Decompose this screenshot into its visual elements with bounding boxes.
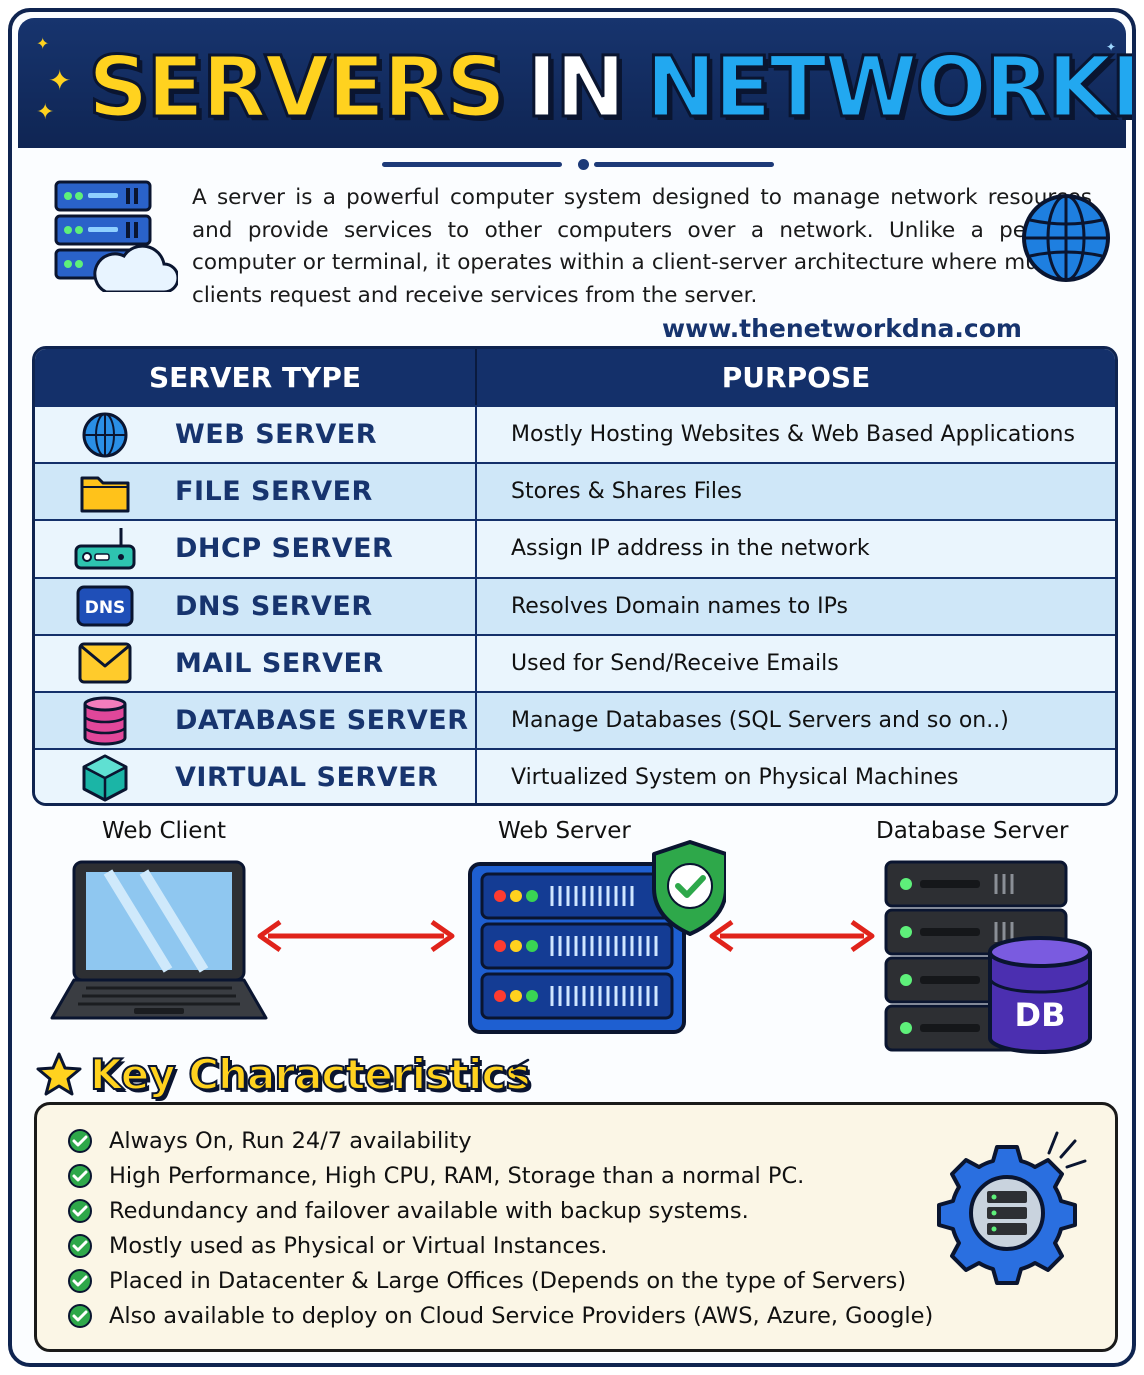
characteristic-text: Mostly used as Physical or Virtual Insta… xyxy=(109,1232,608,1259)
server-cloud-icon xyxy=(52,180,180,296)
infographic-frame: ✦ ✦ ✦ ✦ SERVERS IN NETWORKING A server i… xyxy=(8,8,1136,1367)
web-client-label: Web Client xyxy=(102,818,227,844)
divider-line xyxy=(594,162,774,167)
key-characteristics-box: Always On, Run 24/7 availability High Pe… xyxy=(34,1102,1118,1352)
server-type-name: DATABASE SERVER xyxy=(175,705,469,737)
bidirectional-arrow-icon xyxy=(254,916,458,960)
check-circle-icon xyxy=(68,1303,92,1328)
table-row: VIRTUAL SERVER Virtualized System on Phy… xyxy=(35,748,1115,803)
list-item: Always On, Run 24/7 availability xyxy=(67,1123,933,1158)
server-type-name: DHCP SERVER xyxy=(175,533,394,565)
list-item: Mostly used as Physical or Virtual Insta… xyxy=(67,1228,933,1263)
list-item: Redundancy and failover available with b… xyxy=(67,1193,933,1228)
laptop-icon xyxy=(48,860,270,1032)
cube-icon xyxy=(35,753,175,803)
title-word-networking: NETWORKING xyxy=(644,38,1132,136)
check-circle-icon xyxy=(68,1268,92,1293)
gear-server-icon xyxy=(935,1127,1103,1291)
database-server-icon: DB xyxy=(880,860,1100,1066)
sparkle-icon: ✦ xyxy=(1106,40,1117,54)
check-circle-icon xyxy=(68,1233,92,1258)
shield-check-icon xyxy=(652,840,728,936)
db-cylinder-icon: DB xyxy=(988,936,1092,1054)
check-circle-icon xyxy=(68,1128,92,1153)
key-characteristics-title: Key Characteristics xyxy=(89,1049,531,1100)
title-word-in: IN xyxy=(525,38,628,136)
intro-paragraph: A server is a powerful computer system d… xyxy=(192,185,1092,308)
web-server-icon xyxy=(464,838,728,1038)
server-purpose: Manage Databases (SQL Servers and so on.… xyxy=(511,708,1009,734)
header-banner: ✦ ✦ ✦ ✦ SERVERS IN NETWORKING xyxy=(18,18,1132,148)
database-icon xyxy=(35,696,175,746)
router-icon xyxy=(35,526,175,572)
envelope-icon xyxy=(35,642,175,684)
server-purpose: Assign IP address in the network xyxy=(511,536,870,562)
sparkle-icon: ✦ xyxy=(48,64,72,97)
website-link[interactable]: www.thenetworkdna.com xyxy=(662,314,1022,343)
bidirectional-arrow-icon xyxy=(706,916,878,960)
server-purpose: Resolves Domain names to IPs xyxy=(511,593,848,619)
star-icon xyxy=(36,1052,82,1100)
column-header-purpose: PURPOSE xyxy=(721,360,871,394)
globe-icon xyxy=(35,411,175,459)
server-type-name: DNS SERVER xyxy=(175,590,373,622)
folder-icon xyxy=(35,470,175,514)
web-server-label: Web Server xyxy=(498,818,631,844)
characteristic-text: Also available to deploy on Cloud Servic… xyxy=(109,1302,934,1329)
characteristic-text: Placed in Datacenter & Large Offices (De… xyxy=(109,1267,907,1294)
page-title: SERVERS IN NETWORKING xyxy=(86,32,1132,142)
list-item: High Performance, High CPU, RAM, Storage… xyxy=(67,1158,933,1193)
server-type-name: MAIL SERVER xyxy=(175,647,384,679)
globe-icon xyxy=(1020,192,1112,288)
server-types-table: SERVER TYPE PURPOSE WEB SERVER Mostly Ho… xyxy=(32,346,1118,806)
server-purpose: Stores & Shares Files xyxy=(511,479,742,505)
check-circle-icon xyxy=(68,1198,92,1223)
divider-line xyxy=(382,162,562,167)
table-row: MAIL SERVER Used for Send/Receive Emails xyxy=(35,633,1115,691)
server-purpose: Used for Send/Receive Emails xyxy=(511,650,839,676)
title-word-servers: SERVERS xyxy=(86,38,507,136)
characteristic-text: High Performance, High CPU, RAM, Storage… xyxy=(109,1162,805,1189)
characteristics-list: Always On, Run 24/7 availability High Pe… xyxy=(67,1123,933,1333)
check-circle-icon xyxy=(68,1163,92,1188)
divider-dot xyxy=(578,159,589,170)
table-row: DATABASE SERVER Manage Databases (SQL Se… xyxy=(35,690,1115,749)
database-server-label: Database Server xyxy=(876,818,1069,844)
db-badge-text: DB xyxy=(1015,996,1066,1034)
table-row: FILE SERVER Stores & Shares Files xyxy=(35,462,1115,520)
column-header-server-type: SERVER TYPE xyxy=(35,349,477,405)
characteristic-text: Redundancy and failover available with b… xyxy=(109,1197,749,1224)
characteristic-text: Always On, Run 24/7 availability xyxy=(109,1127,472,1154)
list-item: Also available to deploy on Cloud Servic… xyxy=(67,1298,933,1333)
server-purpose: Virtualized System on Physical Machines xyxy=(511,765,959,791)
emphasis-marks-icon xyxy=(508,1058,532,1092)
sparkle-icon: ✦ xyxy=(36,34,50,53)
dns-icon: DNS xyxy=(35,585,175,627)
table-row: DNS DNS SERVER Resolves Domain names to … xyxy=(35,576,1115,634)
dns-badge-text: DNS xyxy=(85,598,126,618)
server-type-name: WEB SERVER xyxy=(175,419,378,451)
server-type-name: VIRTUAL SERVER xyxy=(175,762,439,794)
server-type-name: FILE SERVER xyxy=(175,476,373,508)
server-purpose: Mostly Hosting Websites & Web Based Appl… xyxy=(511,422,1075,448)
table-header: SERVER TYPE PURPOSE xyxy=(35,349,1115,405)
sparkle-icon: ✦ xyxy=(36,100,55,125)
list-item: Placed in Datacenter & Large Offices (De… xyxy=(67,1263,933,1298)
table-row: WEB SERVER Mostly Hosting Websites & Web… xyxy=(35,405,1115,463)
table-row: DHCP SERVER Assign IP address in the net… xyxy=(35,519,1115,577)
